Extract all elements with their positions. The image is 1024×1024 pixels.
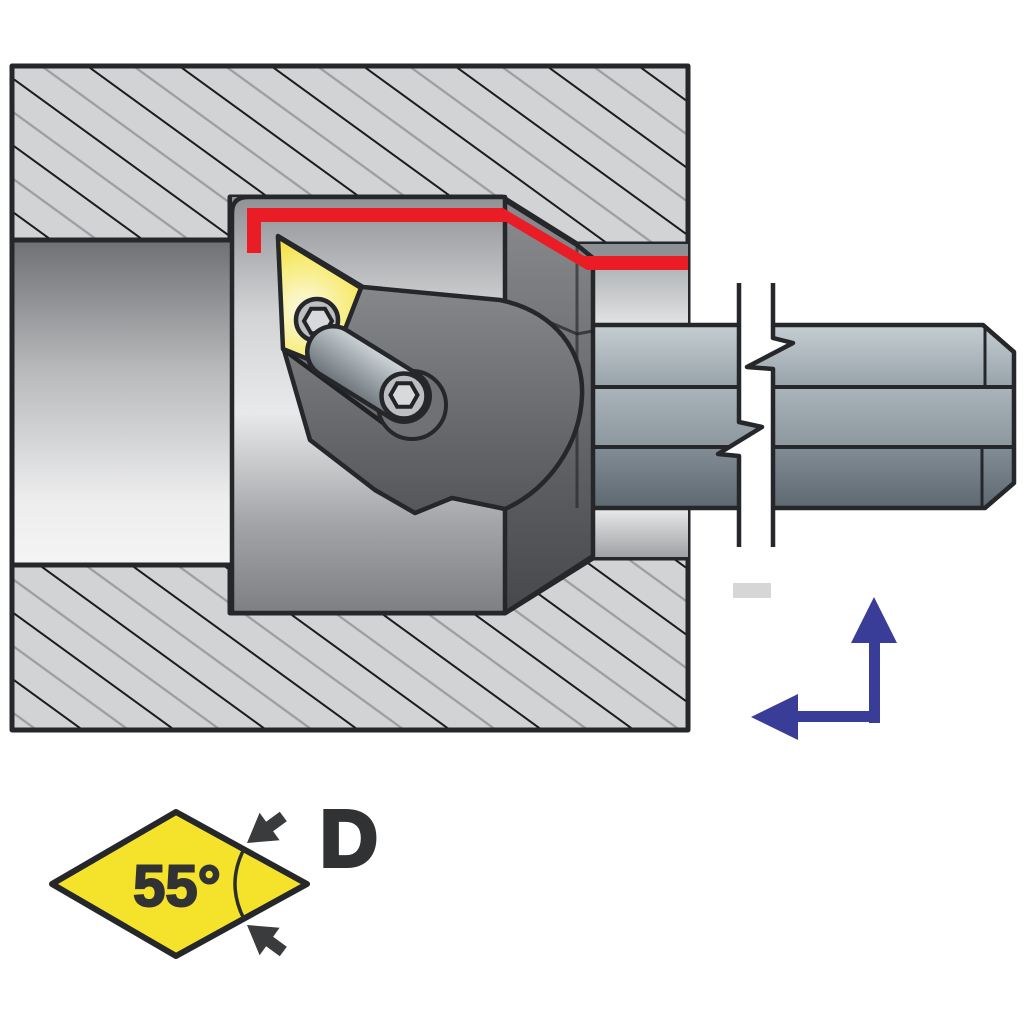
clamp-screw <box>379 371 429 421</box>
insert-shape-legend: 55° D <box>49 792 380 959</box>
shank-bottom-facet <box>570 447 1014 508</box>
shaft-break-symbol <box>715 283 796 598</box>
counterbore-back-wall-lower <box>593 509 688 557</box>
shank-mid-facet <box>570 387 1014 447</box>
break-line-left <box>715 283 765 547</box>
break-shadow-artifact <box>733 583 771 598</box>
angle-arc <box>233 848 246 920</box>
legend-diamond-shape <box>49 809 310 959</box>
hex-socket-icon <box>388 381 420 409</box>
feed-direction-indicator <box>751 597 897 740</box>
feed-arrow-up-icon <box>851 597 897 723</box>
shank-top-facet <box>570 325 1014 387</box>
machined-surface-highlight <box>247 208 688 270</box>
counterbore-back-wall-upper <box>593 270 688 325</box>
tool-head <box>229 194 596 616</box>
insert-pocket-edge <box>282 348 400 436</box>
break-gap <box>718 283 793 547</box>
angle-pointer-lower-icon <box>247 925 287 957</box>
legend-angle-label: 55° <box>133 854 221 919</box>
legend-shape-code: D <box>320 794 378 883</box>
angle-pointer-upper-icon <box>247 811 287 843</box>
feed-arrow-left-icon <box>751 694 880 740</box>
boring-bar-shank <box>570 322 1017 511</box>
break-line-right <box>744 283 796 547</box>
